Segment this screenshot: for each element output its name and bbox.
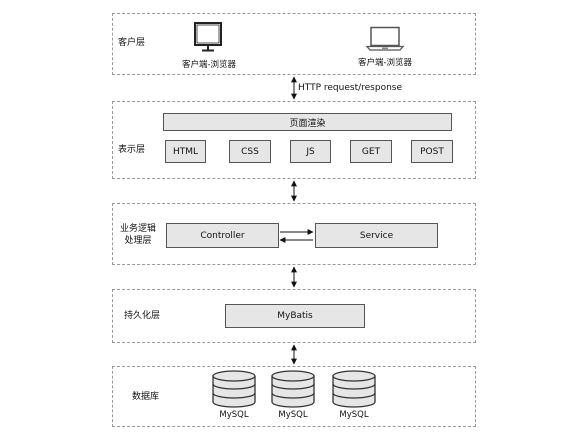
- business-label-line2: 处理层: [124, 236, 152, 246]
- mybatis-box: MyBatis: [225, 304, 365, 328]
- mysql-label-2: MySQL: [278, 410, 308, 420]
- laptop-client-label: 客户端-浏览器: [357, 58, 413, 68]
- css-box: CSS: [229, 140, 271, 163]
- http-link-label: HTTP request/response: [298, 83, 403, 93]
- mysql-label-3: MySQL: [339, 410, 369, 420]
- mysql-database-icon-3: [332, 370, 376, 408]
- business-logic-layer-label: 业务逻辑 处理层: [116, 223, 160, 247]
- presentation-layer-label: 表示层: [118, 145, 146, 155]
- post-box: POST: [411, 140, 453, 163]
- mysql-database-icon-2: [271, 370, 315, 408]
- client-layer-label: 客户层: [118, 38, 146, 48]
- html-box: HTML: [165, 140, 206, 163]
- mysql-database-icon-1: [212, 370, 256, 408]
- service-box: Service: [315, 223, 438, 248]
- persistence-layer-label: 持久化层: [124, 311, 161, 321]
- client-layer: [112, 13, 476, 75]
- desktop-client-label: 客户端-浏览器: [181, 60, 237, 70]
- business-label-line1: 业务逻辑: [119, 224, 156, 234]
- get-box: GET: [350, 140, 392, 163]
- laptop-icon: [365, 26, 405, 51]
- js-box: JS: [290, 140, 331, 163]
- desktop-monitor-icon: [194, 22, 222, 52]
- controller-box: Controller: [166, 223, 279, 248]
- page-render-box: 页面渲染: [163, 113, 452, 131]
- mysql-label-1: MySQL: [219, 410, 249, 420]
- database-layer-label: 数据库: [132, 392, 160, 402]
